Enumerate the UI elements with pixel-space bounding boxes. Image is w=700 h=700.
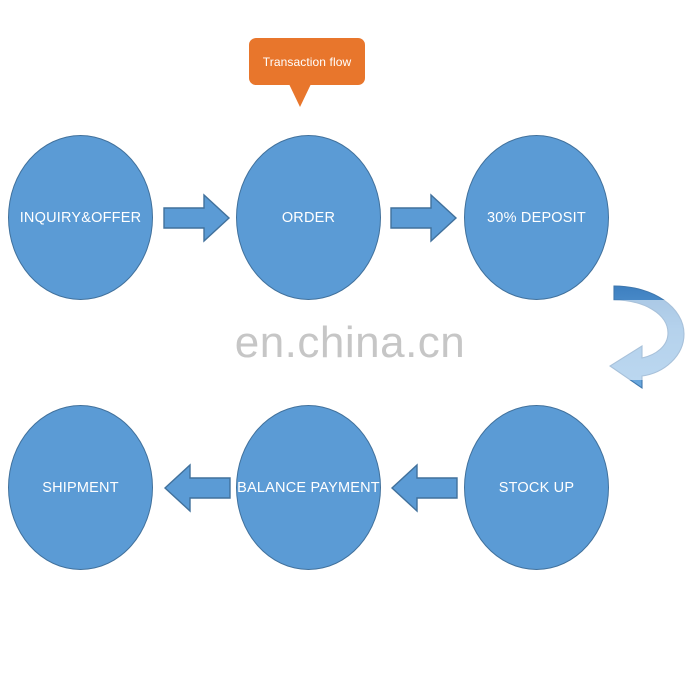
arrow-stockup-to-balance-icon [390,462,458,514]
node-order: ORDER [236,135,381,300]
arrow-inquiry-to-order-icon [163,192,231,244]
arrow-deposit-to-stockup-curved-icon [602,278,694,390]
callout-tail-icon [289,84,311,107]
node-deposit-label: 30% DEPOSIT [487,209,586,226]
arrow-order-to-deposit-icon [390,192,458,244]
node-shipment-label: SHIPMENT [42,479,119,496]
node-inquiry-offer: INQUIRY&OFFER [8,135,153,300]
watermark-haze-center [196,300,506,380]
arrow-balance-to-shipment-icon [163,462,231,514]
node-balance-payment: BALANCE PAYMENT [236,405,381,570]
node-order-label: ORDER [281,209,336,226]
transaction-flow-callout-label: Transaction flow [262,54,352,69]
node-stock-up-label: STOCK UP [498,479,575,496]
node-shipment: SHIPMENT [8,405,153,570]
transaction-flow-callout: Transaction flow [249,38,365,85]
node-deposit: 30% DEPOSIT [464,135,609,300]
node-balance-payment-label: BALANCE PAYMENT [237,479,380,496]
site-watermark: en.china.cn [234,318,466,367]
node-stock-up: STOCK UP [464,405,609,570]
node-inquiry-offer-label: INQUIRY&OFFER [19,209,142,226]
